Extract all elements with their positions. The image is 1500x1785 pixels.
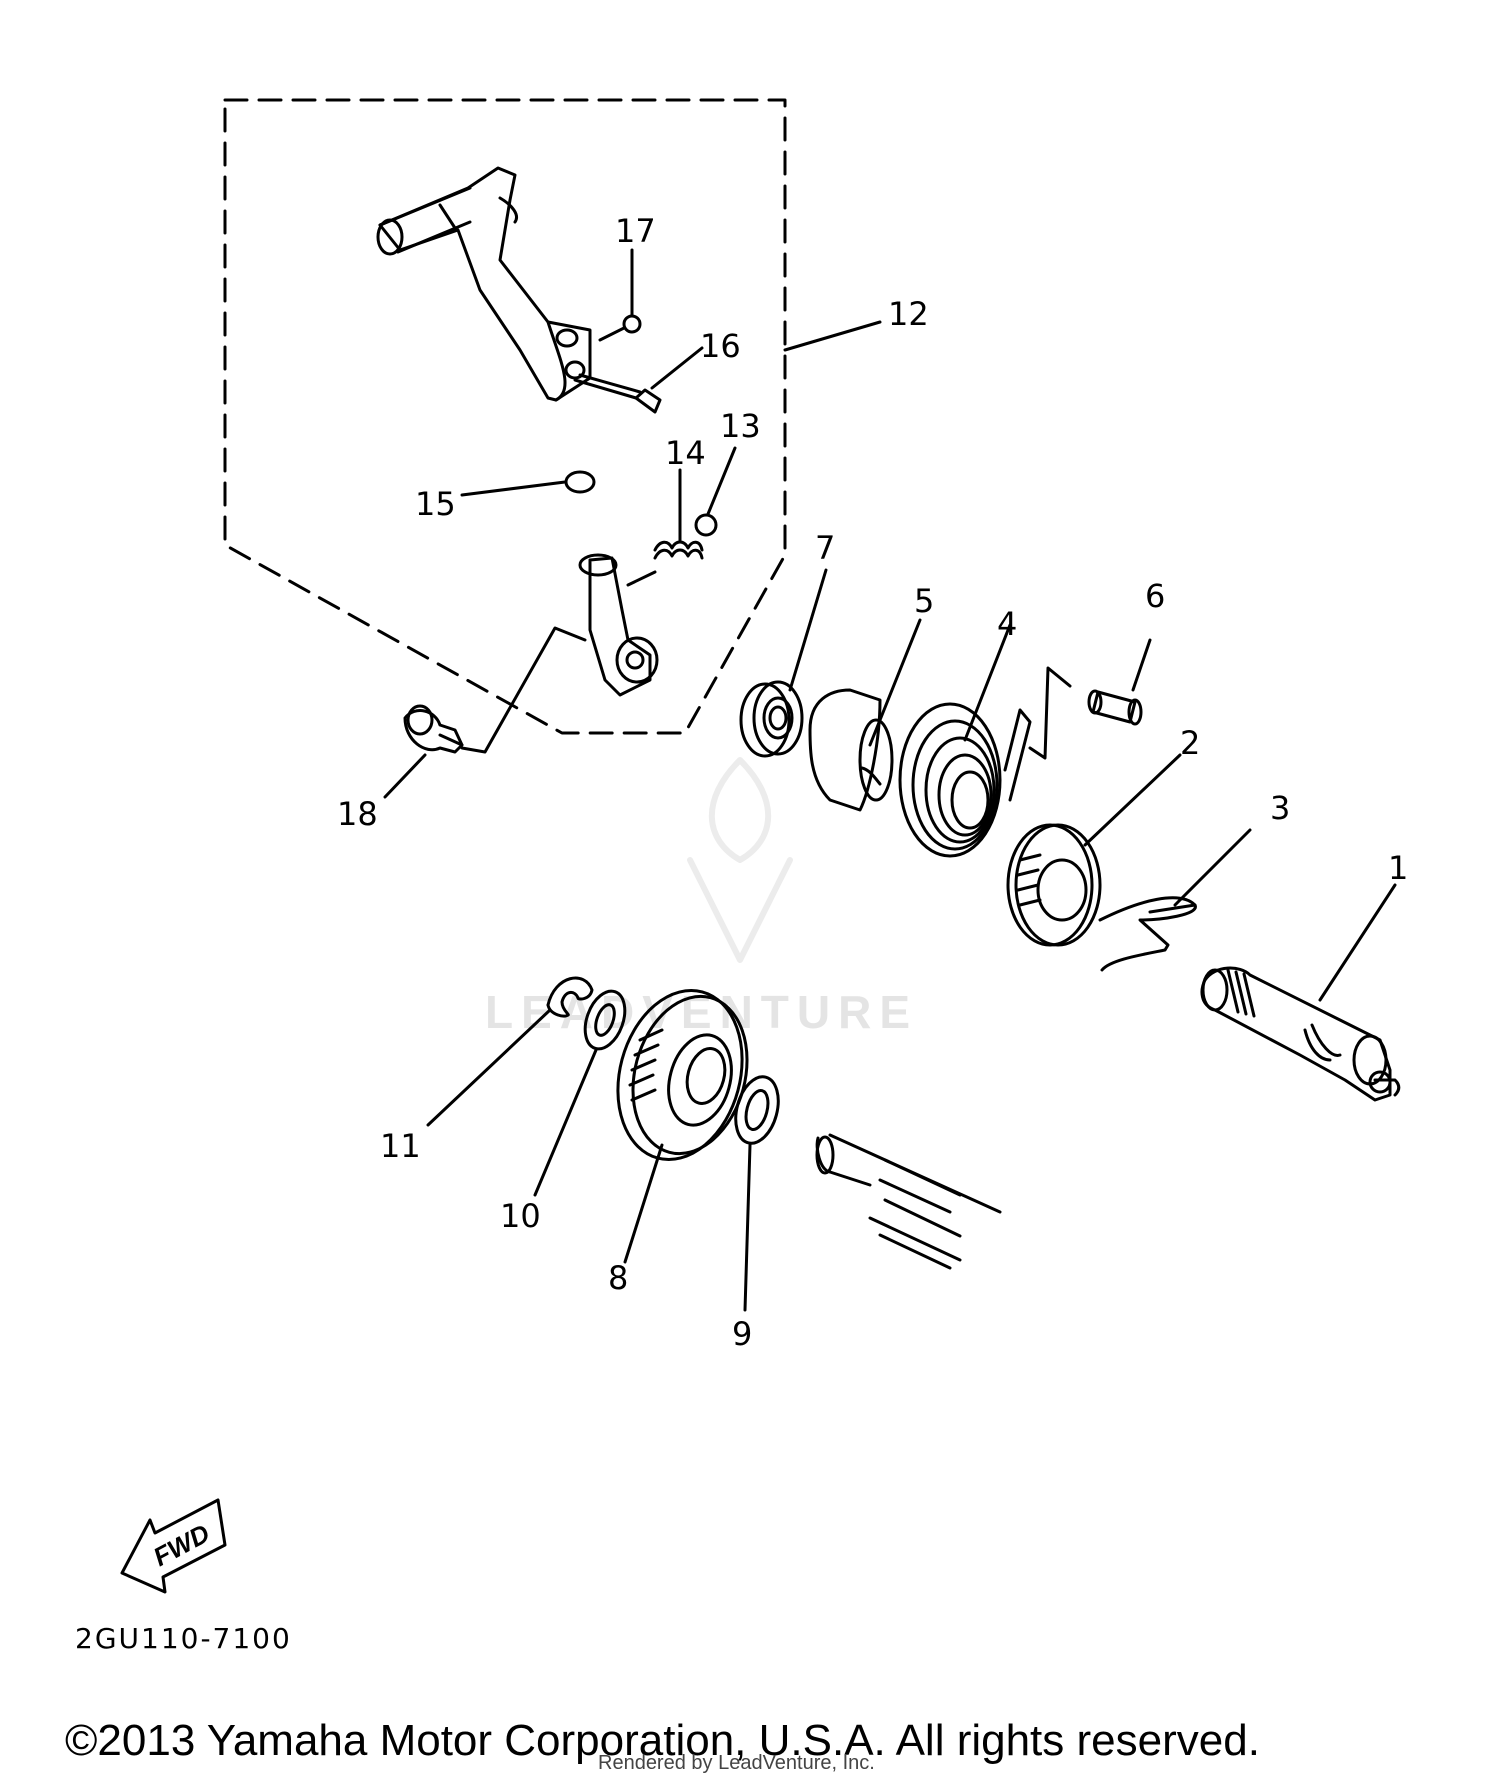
washer-9 xyxy=(734,1075,780,1312)
ball-13 xyxy=(694,513,718,537)
kick-idle-gear-8 xyxy=(616,988,749,1264)
callout-17: 17 xyxy=(615,212,656,250)
kick-axle-1 xyxy=(1200,883,1401,1102)
callout-7: 7 xyxy=(815,529,836,567)
leadventure-watermark: LEADVENTURE xyxy=(485,986,919,1038)
fwd-arrow-icon xyxy=(120,1498,227,1594)
torsion-spring-4 xyxy=(898,623,1072,858)
callout-15: 15 xyxy=(415,485,456,523)
kick-crank-assembly-boundary xyxy=(223,98,787,735)
callout-13: 13 xyxy=(720,407,761,445)
callout-5: 5 xyxy=(914,582,935,620)
rendered-by-notice: Rendered by LeadVenture, Inc. xyxy=(598,1752,875,1774)
callout-3: 3 xyxy=(1270,789,1291,827)
bolt-16 xyxy=(573,346,704,414)
callout-16: 16 xyxy=(700,327,741,365)
ball-17 xyxy=(622,314,642,334)
clip-3 xyxy=(1098,828,1252,972)
circlip-11 xyxy=(426,976,594,1127)
callout-8: 8 xyxy=(608,1259,629,1297)
spring-14 xyxy=(653,468,704,560)
kick-shaft xyxy=(815,1133,1002,1270)
callout-1: 1 xyxy=(1388,849,1409,887)
callout-11: 11 xyxy=(380,1127,421,1165)
bearing-7 xyxy=(739,568,828,758)
callout-4: 4 xyxy=(997,605,1018,643)
pin-6 xyxy=(1087,638,1152,726)
callout-12: 12 xyxy=(888,295,929,333)
watermark-logo-icon xyxy=(687,757,793,963)
callout-2: 2 xyxy=(1180,724,1201,762)
part-code: 2GU110-7100 xyxy=(75,1622,292,1655)
callout-6: 6 xyxy=(1145,577,1166,615)
copyright-notice: ©2013 Yamaha Motor Corporation, U.S.A. A… xyxy=(65,1716,1260,1765)
callout-14: 14 xyxy=(665,434,706,472)
bolt-18 xyxy=(383,626,587,799)
callout-10: 10 xyxy=(500,1197,541,1235)
collar-5 xyxy=(808,618,922,812)
kick-crank-lever xyxy=(376,166,592,402)
washer-10 xyxy=(533,989,627,1197)
callout-9: 9 xyxy=(732,1315,753,1353)
kick-boss xyxy=(578,553,659,697)
callout-18: 18 xyxy=(337,795,378,833)
ratchet-2 xyxy=(1006,753,1182,947)
o-ring-15 xyxy=(564,470,596,494)
